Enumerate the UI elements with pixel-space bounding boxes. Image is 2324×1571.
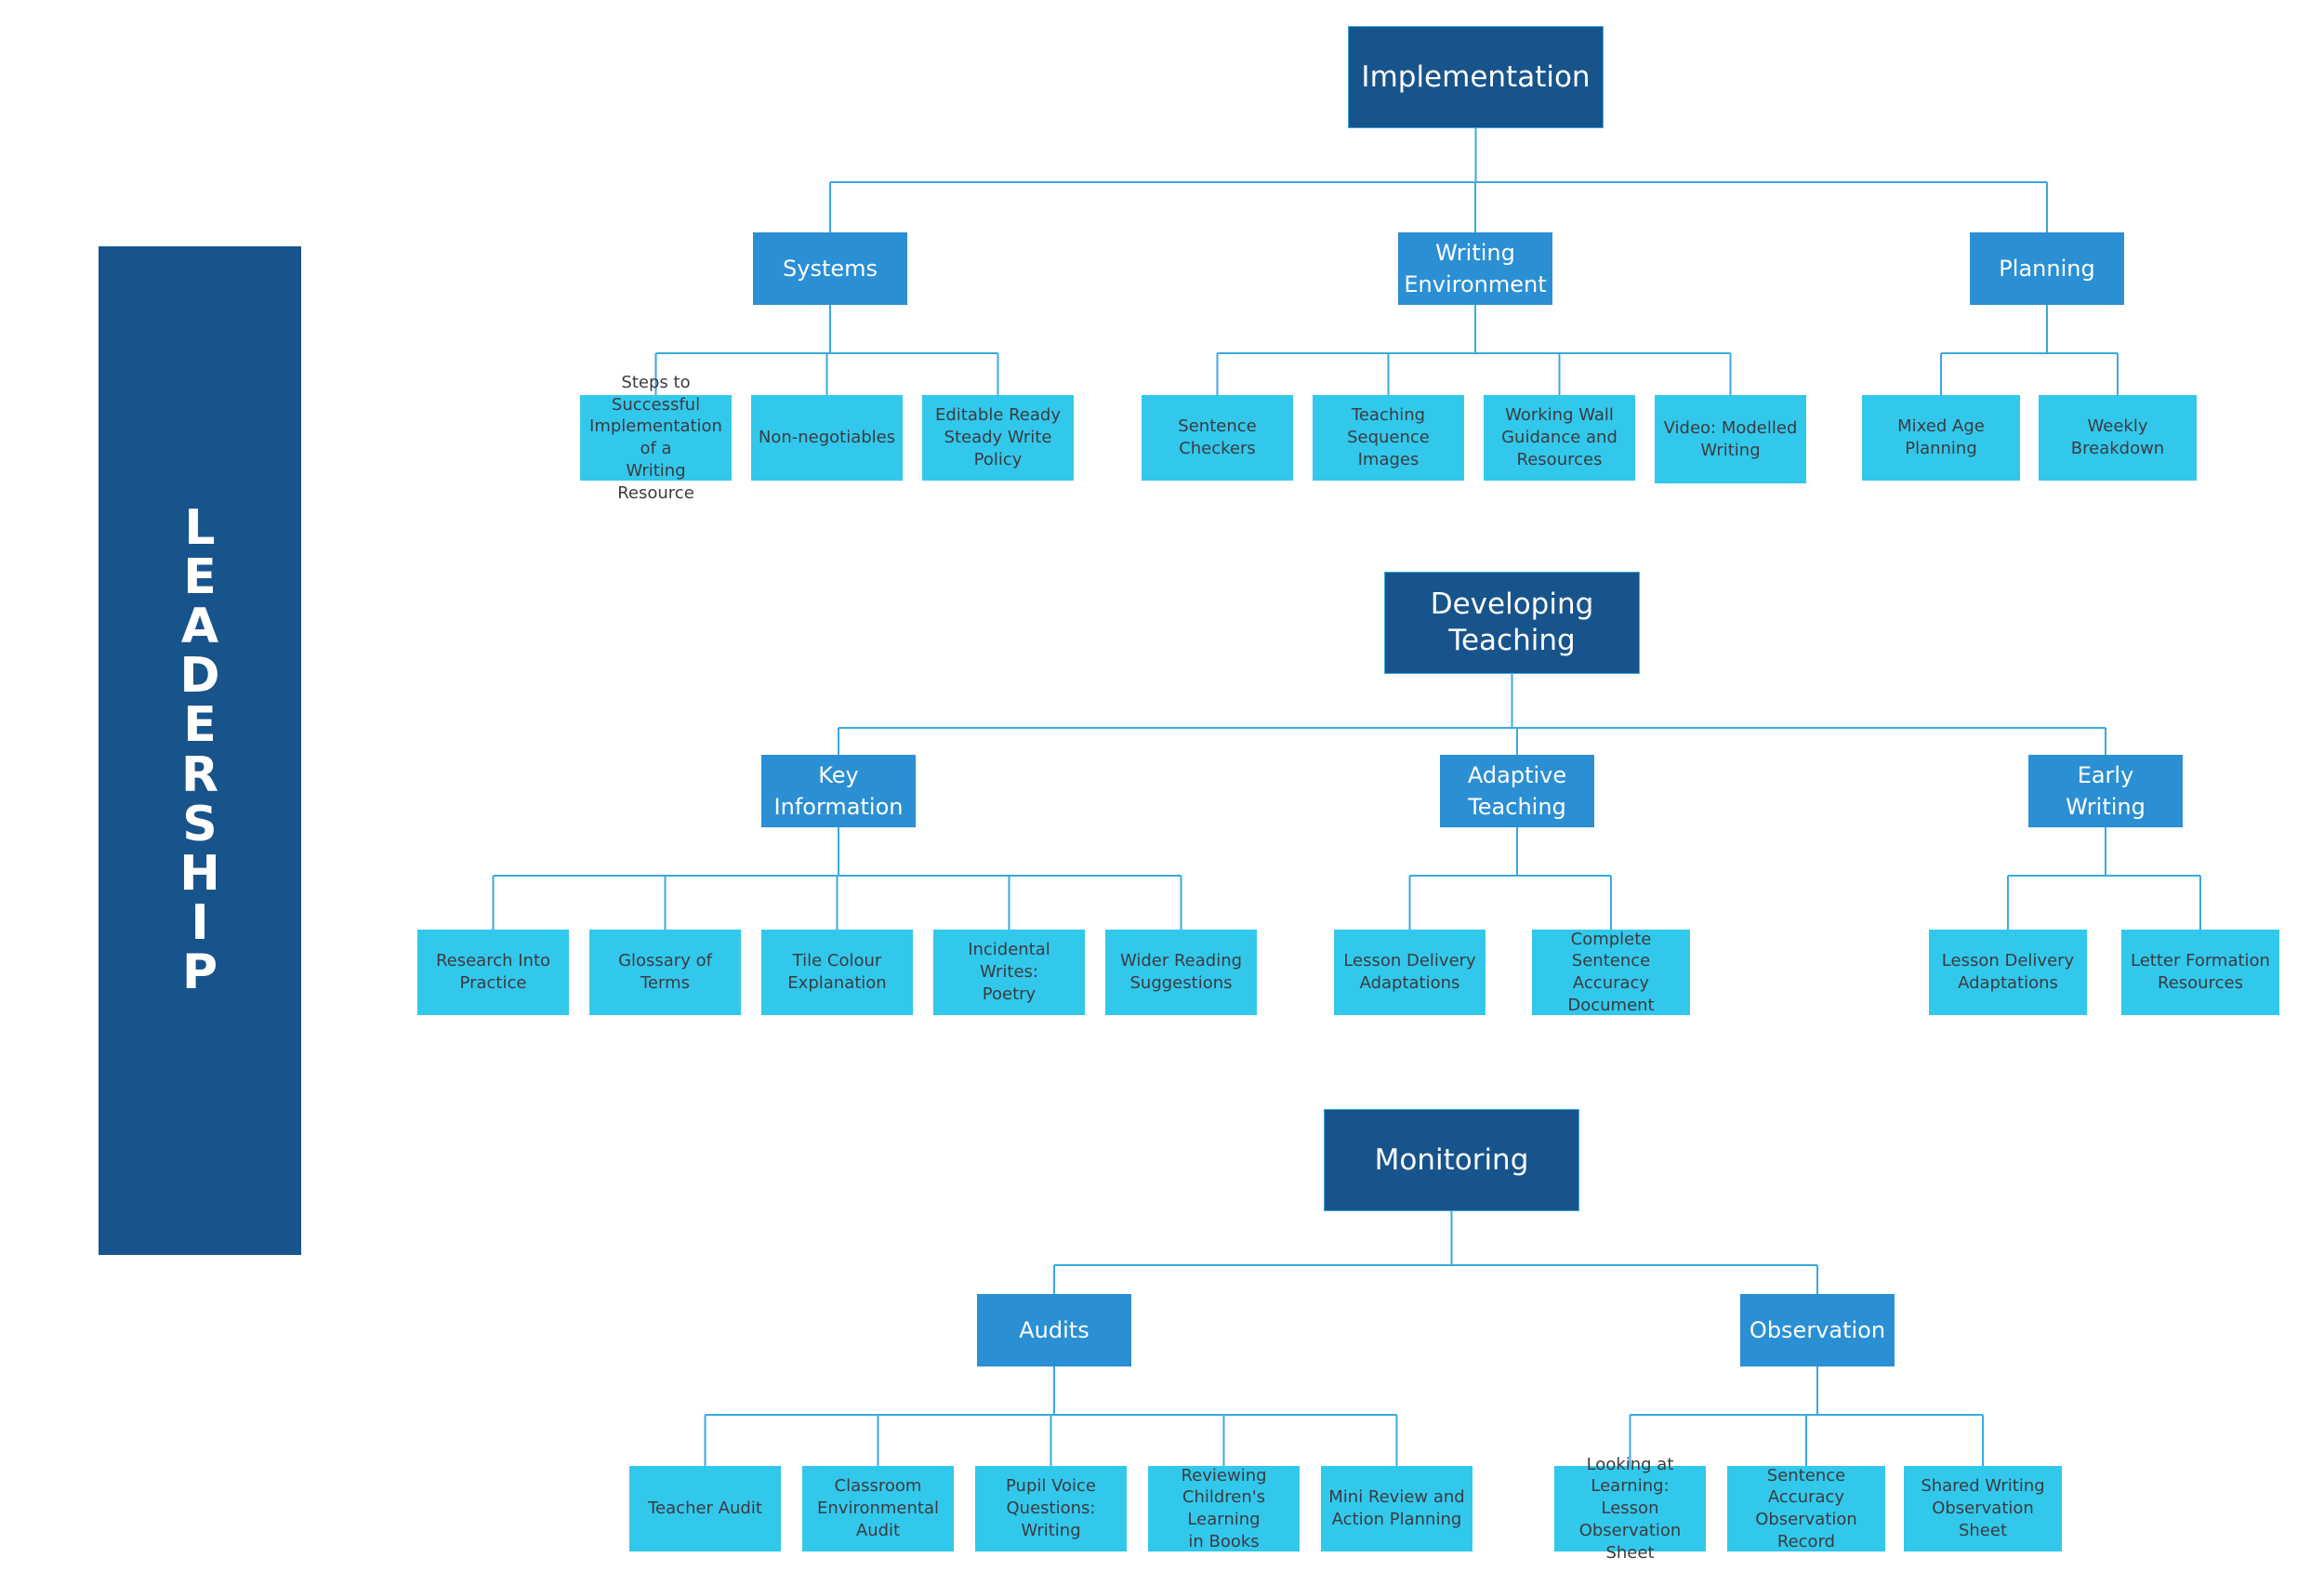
leaf-node[interactable]: Tile Colour Explanation	[761, 930, 913, 1015]
leaf-node[interactable]: Weekly Breakdown	[2039, 395, 2197, 481]
leaf-node[interactable]: Wider Reading Suggestions	[1105, 930, 1257, 1015]
leaf-node[interactable]: Steps to Successful Implementation of a …	[580, 373, 732, 503]
leadership-letter: H	[179, 845, 220, 902]
leaf-node[interactable]: Lesson Delivery Adaptations	[1334, 930, 1486, 1015]
leadership-letter: R	[180, 746, 219, 803]
root-node-developing-teaching[interactable]: Developing Teaching	[1384, 572, 1640, 674]
leadership-letter: P	[181, 944, 218, 1000]
leaf-node[interactable]: Glossary of Terms	[589, 930, 741, 1015]
leaf-node[interactable]: Working Wall Guidance and Resources	[1484, 395, 1635, 481]
leaf-node[interactable]: Sentence Accuracy Observation Record	[1727, 1466, 1885, 1551]
leaf-node[interactable]: Non-negotiables	[751, 395, 903, 481]
leaf-node[interactable]: Letter Formation Resources	[2121, 930, 2279, 1015]
leadership-letter: E	[183, 697, 217, 754]
leaf-node[interactable]: Lesson Delivery Adaptations	[1929, 930, 2087, 1015]
leadership-letter: E	[183, 549, 217, 606]
branch-node-early-writing[interactable]: Early Writing	[2028, 755, 2183, 827]
branch-node-writing-environment[interactable]: Writing Environment	[1398, 232, 1552, 305]
leaf-node[interactable]: Mixed Age Planning	[1862, 395, 2020, 481]
root-node-implementation[interactable]: Implementation	[1348, 26, 1604, 128]
branch-node-observation[interactable]: Observation	[1740, 1294, 1895, 1366]
branch-node-adaptive-teaching[interactable]: Adaptive Teaching	[1440, 755, 1594, 827]
leaf-node[interactable]: Pupil Voice Questions: Writing	[975, 1466, 1127, 1551]
branch-node-audits[interactable]: Audits	[977, 1294, 1131, 1366]
leadership-letter: S	[182, 796, 218, 852]
leaf-node[interactable]: Sentence Checkers	[1142, 395, 1293, 481]
leaf-node[interactable]: Teaching Sequence Images	[1313, 395, 1464, 481]
leaf-node[interactable]: Video: Modelled Writing	[1655, 395, 1806, 483]
leadership-letter: D	[179, 648, 220, 705]
leaf-node[interactable]: Teacher Audit	[629, 1466, 781, 1551]
leaf-node[interactable]: Complete Sentence Accuracy Document	[1532, 930, 1690, 1015]
leaf-node[interactable]: Classroom Environmental Audit	[802, 1466, 954, 1551]
leaf-node[interactable]: Incidental Writes: Poetry	[933, 930, 1085, 1015]
leaf-node[interactable]: Mini Review and Action Planning	[1321, 1466, 1472, 1551]
leaf-node[interactable]: Shared Writing Observation Sheet	[1904, 1466, 2062, 1551]
leaf-node[interactable]: Editable Ready Steady Write Policy	[922, 395, 1074, 481]
branch-node-systems[interactable]: Systems	[753, 232, 907, 305]
leaf-node[interactable]: Reviewing Children's Learning in Books	[1148, 1466, 1300, 1551]
branch-node-key-information[interactable]: Key Information	[761, 755, 916, 827]
leadership-letter: I	[191, 894, 209, 951]
leadership-letter: L	[184, 500, 216, 557]
leaf-node[interactable]: Looking at Learning: Lesson Observation …	[1554, 1455, 1706, 1563]
leaf-node[interactable]: Research Into Practice	[417, 930, 569, 1015]
branch-node-planning[interactable]: Planning	[1970, 232, 2124, 305]
root-node-monitoring[interactable]: Monitoring	[1324, 1109, 1579, 1211]
leadership-letter: A	[180, 599, 219, 655]
